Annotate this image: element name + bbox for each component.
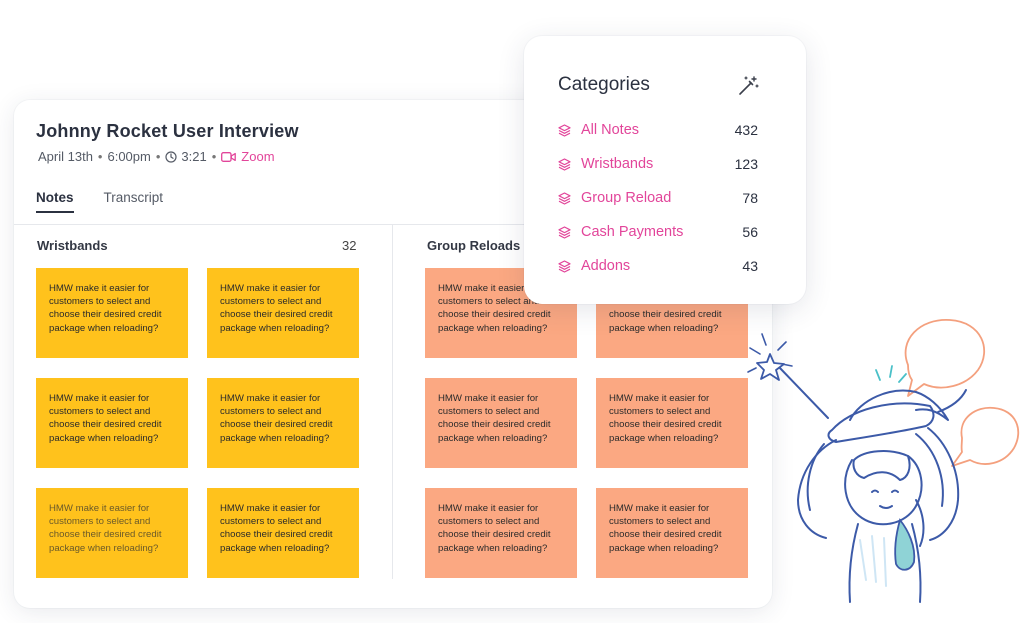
column-divider — [392, 225, 393, 579]
view-tabs: Notes Transcript — [36, 190, 163, 213]
category-label: Addons — [581, 258, 631, 274]
category-count: 78 — [742, 190, 758, 206]
layers-icon — [558, 123, 571, 137]
tabs-divider — [14, 224, 772, 225]
magic-wand-icon[interactable] — [736, 74, 760, 98]
sticky-note[interactable]: HMW make it easier for customers to sele… — [207, 378, 359, 468]
category-group-reload[interactable]: Group Reload 78 — [558, 188, 758, 208]
category-label: All Notes — [581, 122, 640, 138]
wizard-hat — [827, 389, 967, 443]
column-title-group-reloads: Group Reloads — [427, 238, 521, 253]
sticky-note[interactable]: HMW make it easier for customers to sele… — [207, 488, 359, 578]
categories-panel: Categories All Notes 432 Wristbands 123 — [524, 36, 806, 304]
categories-title: Categories — [558, 74, 650, 95]
category-label: Cash Payments — [581, 224, 684, 240]
layers-icon — [558, 191, 571, 205]
sticky-note[interactable]: HMW make it easier for customers to sele… — [596, 378, 748, 468]
column-count-wristbands: 32 — [342, 238, 357, 253]
category-addons[interactable]: Addons 43 — [558, 256, 758, 276]
category-count: 123 — [734, 156, 758, 172]
sticky-note[interactable]: HMW make it easier for customers to sele… — [425, 378, 577, 468]
sticky-note[interactable]: HMW make it easier for customers to sele… — [36, 378, 188, 468]
column-title-wristbands: Wristbands — [37, 238, 108, 253]
category-label: Group Reload — [581, 190, 672, 206]
character-face — [844, 450, 925, 547]
tab-notes[interactable]: Notes — [36, 190, 74, 213]
layers-icon — [558, 259, 571, 273]
interview-meta: April 13th • 6:00pm • 3:21 • Zoom — [38, 149, 275, 164]
category-wristbands[interactable]: Wristbands 123 — [558, 154, 758, 174]
sticky-note[interactable]: HMW make it easier for customers to sele… — [207, 268, 359, 358]
wizard-illustration — [747, 319, 1020, 603]
interview-title: Johnny Rocket User Interview — [36, 121, 299, 141]
clock-icon — [165, 150, 178, 163]
category-all-notes[interactable]: All Notes 432 — [558, 120, 758, 140]
category-count: 43 — [742, 258, 758, 274]
magic-wand-icon — [756, 353, 829, 419]
meeting-platform-link[interactable]: Zoom — [241, 149, 275, 164]
sparkle-icon — [875, 365, 907, 383]
character-arms — [796, 427, 960, 541]
category-count: 432 — [734, 122, 758, 138]
character-body — [848, 518, 922, 603]
layers-icon — [558, 225, 571, 239]
video-camera-icon — [221, 151, 237, 162]
sticky-note[interactable]: HMW make it easier for customers to sele… — [36, 268, 188, 358]
sticky-note[interactable]: HMW make it easier for customers to sele… — [425, 488, 577, 578]
layers-icon — [558, 157, 571, 171]
sticky-note[interactable]: HMW make it easier for customers to sele… — [36, 488, 188, 578]
tab-transcript[interactable]: Transcript — [103, 190, 164, 205]
interview-duration: 3:21 — [181, 149, 207, 164]
category-count: 56 — [742, 224, 758, 240]
interview-date: April 13th — [38, 149, 93, 164]
sticky-note[interactable]: HMW make it easier for customers to sele… — [596, 488, 748, 578]
interview-time: 6:00pm — [107, 149, 151, 164]
speech-bubble-icon — [904, 319, 1020, 467]
category-label: Wristbands — [581, 156, 654, 172]
meta-separator: • — [211, 149, 217, 164]
meta-separator: • — [155, 149, 161, 164]
category-cash-payments[interactable]: Cash Payments 56 — [558, 222, 758, 242]
meta-separator: • — [97, 149, 103, 164]
